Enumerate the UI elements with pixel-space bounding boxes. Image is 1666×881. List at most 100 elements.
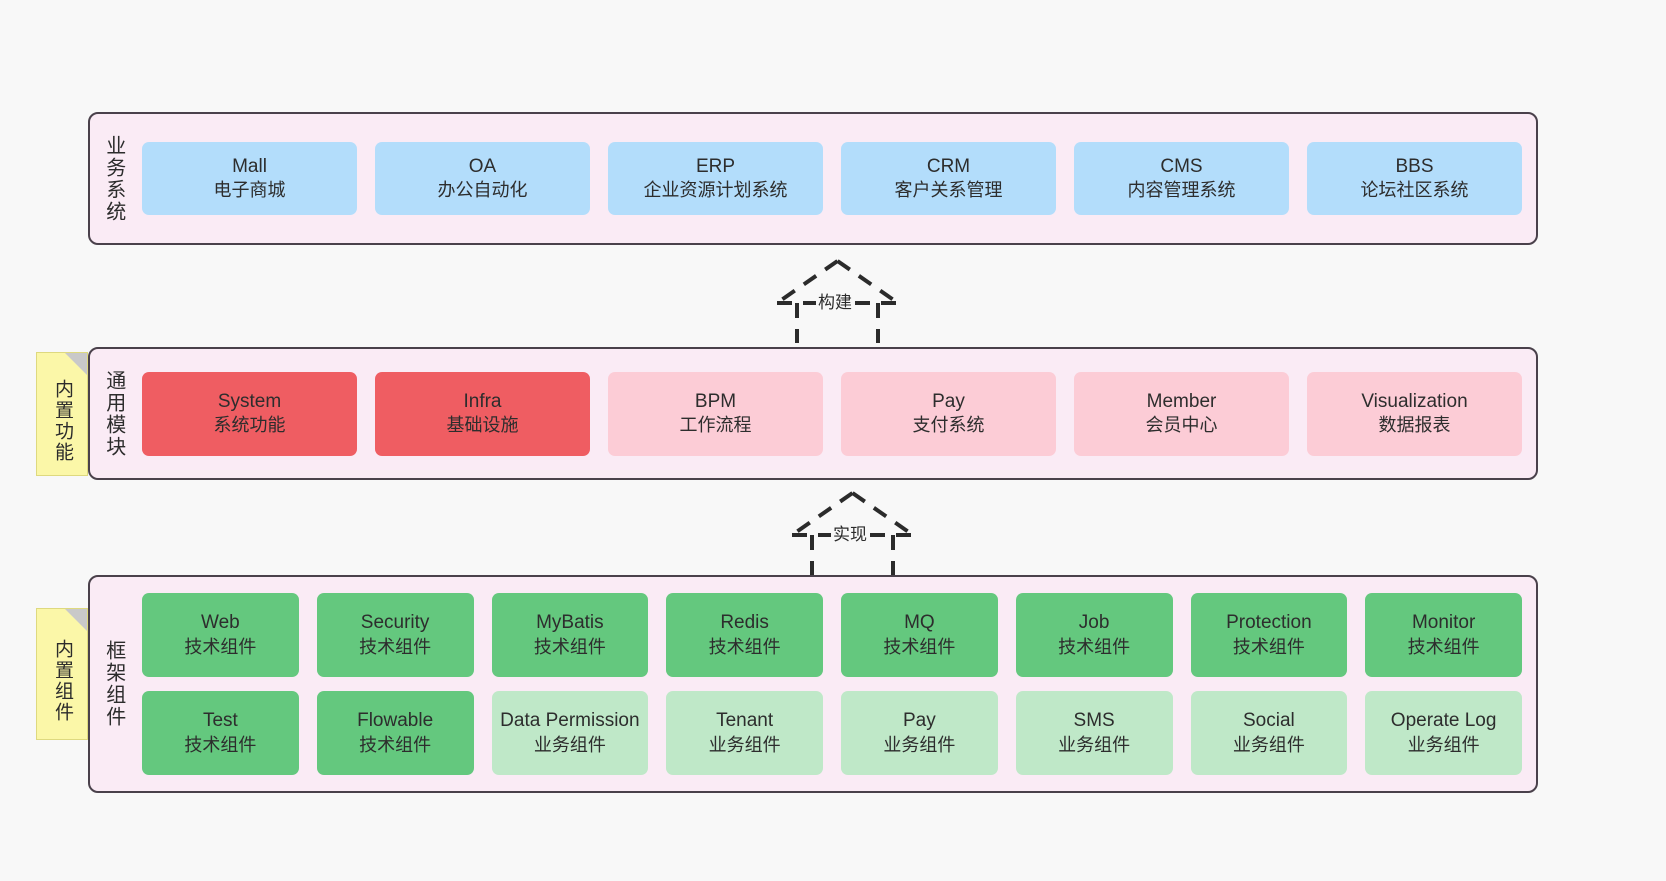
card-subtitle: 客户关系管理 [894, 180, 1003, 201]
card-title: Operate Log [1390, 710, 1497, 732]
card-title: Web [201, 612, 240, 634]
card-subtitle: 企业资源计划系统 [643, 180, 788, 201]
connector-build: 构建 [750, 255, 925, 345]
card-subtitle: 数据报表 [1378, 415, 1451, 436]
card-subtitle: 业务组件 [1232, 734, 1305, 755]
card-title: Test [202, 710, 238, 732]
card-bpm[interactable]: BPM 工作流程 [608, 371, 823, 456]
card-subtitle: 业务组件 [708, 734, 781, 755]
card-title: OA [468, 155, 497, 177]
card-subtitle: 技术组件 [184, 636, 257, 657]
card-subtitle: 论坛社区系统 [1360, 180, 1469, 201]
card-title: MyBatis [536, 612, 604, 634]
card-subtitle: 内容管理系统 [1127, 180, 1236, 201]
card-subtitle: 技术组件 [184, 734, 257, 755]
card-title: SMS [1073, 710, 1115, 732]
card-title: CMS [1160, 155, 1203, 177]
card-subtitle: 支付系统 [912, 415, 985, 436]
sticky-tag-builtin-function: 内置功能 [36, 352, 88, 476]
layer-business-system-body: Mall 电子商城 OA 办公自动化 ERP 企业资源计划系统 CRM 客户关系管理 CMS 内容… [136, 114, 1536, 243]
card-title: CRM [926, 155, 971, 177]
card-title: Job [1078, 612, 1110, 634]
card-subtitle: 技术组件 [359, 636, 432, 657]
card-erp[interactable]: ERP 企业资源计划系统 [608, 142, 823, 215]
card-mall[interactable]: Mall 电子商城 [142, 142, 357, 215]
card-title: MQ [904, 612, 935, 634]
card-title: Redis [720, 612, 769, 634]
card-title: Monitor [1411, 612, 1476, 634]
card-subtitle: 业务组件 [883, 734, 956, 755]
card-bbs[interactable]: BBS 论坛社区系统 [1307, 142, 1522, 215]
card-system[interactable]: System 系统功能 [142, 371, 357, 456]
business-card-row: Mall 电子商城 OA 办公自动化 ERP 企业资源计划系统 CRM 客户关系管理 CMS 内容… [142, 142, 1522, 215]
connector-implement-label: 实现 [831, 520, 869, 545]
card-subtitle: 业务组件 [1058, 734, 1131, 755]
card-subtitle: 技术组件 [1407, 636, 1480, 657]
card-title: BPM [694, 390, 737, 412]
card-title: ERP [695, 155, 736, 177]
card-title: Infra [463, 390, 502, 412]
layer-business-system: 业务系统 Mall 电子商城 OA 办公自动化 ERP 企业资源计划系统 CRM 客户关系管理… [88, 112, 1538, 245]
card-pay[interactable]: Pay 支付系统 [841, 371, 1056, 456]
card-subtitle: 基础设施 [446, 415, 519, 436]
connector-implement: 实现 [765, 487, 940, 577]
card-title: Visualization [1361, 390, 1468, 412]
card-subtitle: 业务组件 [533, 734, 606, 755]
card-subtitle: 电子商城 [213, 180, 286, 201]
card-infra[interactable]: Infra 基础设施 [375, 371, 590, 456]
card-title: Flowable [357, 710, 434, 732]
card-subtitle: 技术组件 [1232, 636, 1305, 657]
layer-common-module: 通用模块 System 系统功能 Infra 基础设施 BPM 工作流程 Pay 支付系统 Me… [88, 347, 1538, 480]
card-title: Pay [903, 710, 936, 732]
card-subtitle: 技术组件 [533, 636, 606, 657]
card-subtitle: 业务组件 [1407, 734, 1480, 755]
card-title: Pay [932, 390, 965, 412]
card-subtitle: 技术组件 [883, 636, 956, 657]
card-subtitle: 技术组件 [708, 636, 781, 657]
card-title: Security [360, 612, 430, 634]
card-subtitle: 系统功能 [213, 415, 286, 436]
card-oa[interactable]: OA 办公自动化 [375, 142, 590, 215]
card-title: System [217, 390, 282, 412]
card-visualization[interactable]: Visualization 数据报表 [1307, 371, 1522, 456]
layer-common-module-label: 通用模块 [102, 369, 125, 458]
connector-build-label: 构建 [816, 288, 854, 313]
card-title: Mall [232, 155, 267, 177]
layer-business-system-label: 业务系统 [102, 134, 125, 223]
card-title: Tenant [716, 710, 774, 732]
sticky-tag-builtin-component: 内置组件 [36, 608, 88, 740]
card-subtitle: 会员中心 [1145, 415, 1218, 436]
card-crm[interactable]: CRM 客户关系管理 [841, 142, 1056, 215]
card-cms[interactable]: CMS 内容管理系统 [1074, 142, 1289, 215]
card-subtitle: 技术组件 [1058, 636, 1131, 657]
card-subtitle: 工作流程 [679, 415, 752, 436]
card-title: BBS [1395, 155, 1434, 177]
card-subtitle: 办公自动化 [437, 180, 528, 201]
card-title: Data Permission [500, 710, 640, 732]
card-title: Social [1243, 710, 1295, 732]
